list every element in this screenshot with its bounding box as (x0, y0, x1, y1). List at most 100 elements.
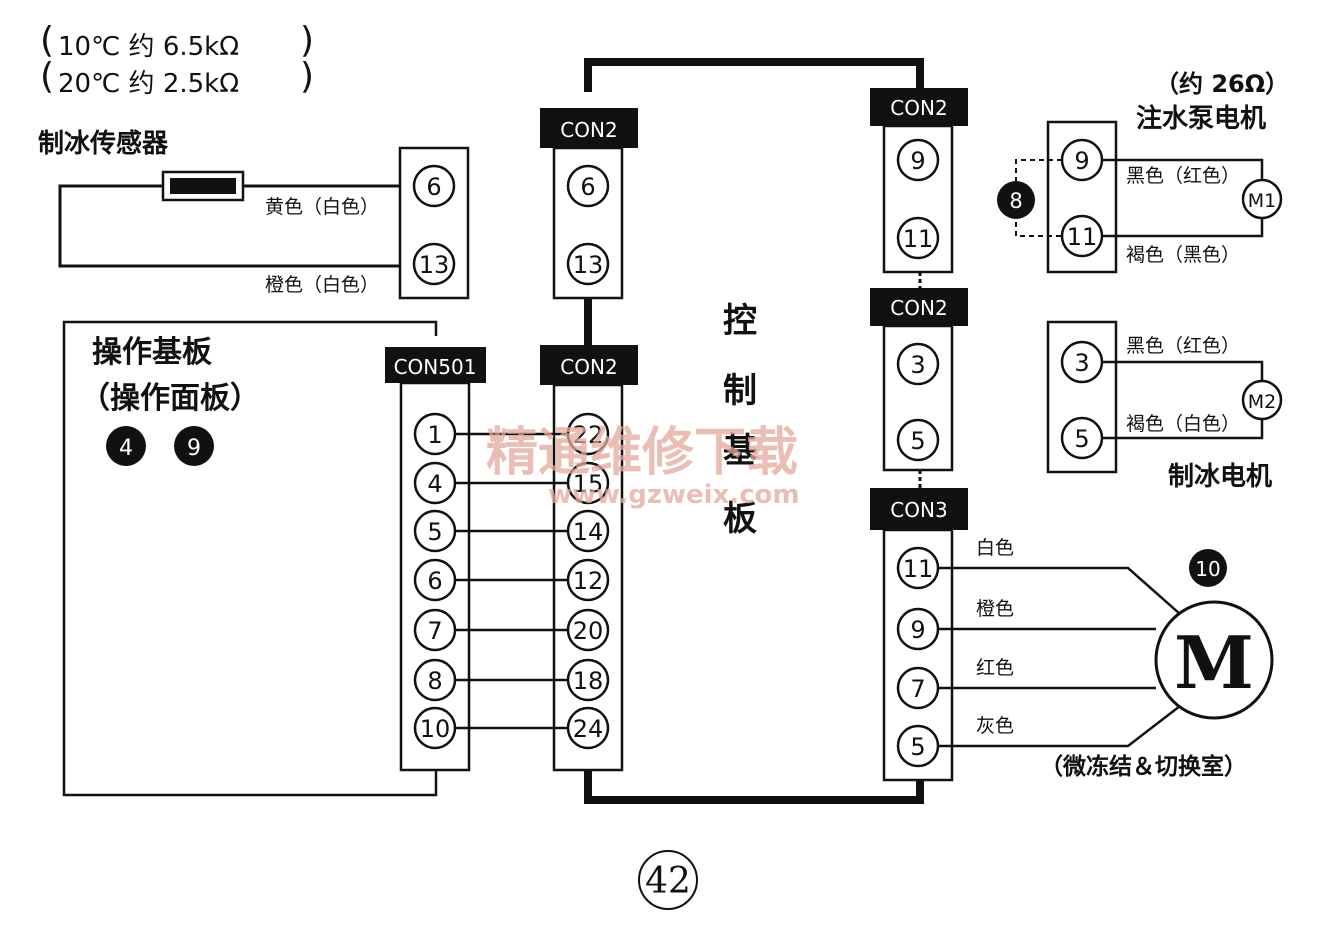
resistance-line-2: 20℃ 约 2.5kΩ (58, 69, 239, 99)
switch-motor-wire-label: 红色 (976, 657, 1014, 679)
con2-right-mid-pin-3-label: 3 (910, 351, 925, 379)
sensor-pin-13 (412, 242, 456, 286)
watermark-text: 精通维修下载 (486, 422, 798, 483)
con501-pin-label: 10 (420, 715, 451, 743)
pump-motor-wire-bottom (1102, 216, 1264, 238)
con2-left-main-pin (566, 558, 610, 602)
sensor-element (170, 178, 236, 194)
watermark: 精通维修下载 www.gzweix.com (486, 422, 800, 510)
ice-sensor: 制冰传感器 黄色（白色） 橙色（白色） 6 13 (38, 129, 470, 300)
sensor-wire-top-label: 黄色（白色） (265, 196, 379, 218)
switch-motor-symbol (1154, 600, 1274, 720)
con501-pin-label: 5 (427, 518, 442, 546)
bracket-right: ) (300, 20, 314, 61)
con2-left-top-header (540, 108, 638, 148)
ice-motor: 3 5 黑色（红色） 褐色（白色） M2 制冰电机 (1046, 320, 1283, 492)
ice-motor-wire-bottom (1102, 418, 1264, 440)
con2-right-top-pin-9 (896, 138, 940, 182)
con501-pin (413, 658, 457, 702)
watermark-url: www.gzweix.com (548, 480, 800, 510)
switch-motor-caption: （微冻结＆切换室） (1040, 753, 1247, 780)
con501-label: CON501 (394, 355, 477, 379)
operation-badge-9-label: 9 (187, 436, 201, 461)
ice-motor-title: 制冰电机 (1168, 462, 1272, 492)
control-board-bottom-rail (584, 770, 924, 804)
pump-motor-wire-bottom-label: 褐色（黑色） (1126, 244, 1240, 266)
con3-label: CON3 (890, 498, 947, 522)
switch-motor-wire-label: 灰色 (976, 715, 1014, 737)
con501-pin (413, 461, 457, 505)
con2-right-mid-label: CON2 (890, 296, 947, 320)
pump-motor-wire-top-label: 黑色（红色） (1126, 165, 1240, 187)
pump-motor-pin-9-label: 9 (1074, 147, 1089, 175)
con2-left-top-pin-13-label: 13 (573, 251, 604, 279)
pump-motor-symbol (1241, 178, 1283, 220)
switch-motor-wire-label: 橙色 (976, 598, 1014, 620)
con2-left-main-header (540, 345, 638, 385)
con2-left-main-pin-label: 24 (573, 715, 604, 743)
sensor-wire-loop (58, 184, 410, 268)
operation-board: 操作基板 （操作面板） 4 9 (62, 320, 438, 797)
switch-motor-wire-label: 白色 (976, 537, 1014, 559)
con2-left-main-pin (566, 608, 610, 652)
con2-left-main-pin (566, 509, 610, 553)
pump-motor-badge-label: 8 (1009, 189, 1022, 213)
con2-left-main-pin-label: 15 (573, 470, 604, 498)
con2-right-top-pin-9-label: 9 (910, 147, 925, 175)
con2-left-main-pin-label: 22 (573, 421, 604, 449)
sensor-title: 制冰传感器 (38, 129, 169, 159)
pump-motor-title: 注水泵电机 (1136, 103, 1266, 134)
con2-right-mid-header (870, 288, 968, 326)
bracket-right-2: ) (300, 56, 314, 97)
switch-motor-wire (938, 705, 1181, 748)
con501-pin-label: 6 (427, 567, 442, 595)
con501-header (385, 347, 486, 383)
operation-badge-4 (106, 426, 146, 466)
con2-left-main-pin (566, 461, 610, 505)
operation-badge-9 (174, 426, 214, 466)
con2-right-mid: CON2 3 5 (870, 288, 968, 472)
con501-pin-label: 4 (427, 470, 442, 498)
con501-pin (413, 412, 457, 456)
con2-right-mid-pin-5-label: 5 (910, 427, 925, 455)
con2-left-main-pin (566, 706, 610, 750)
con2-right-top-header (870, 88, 968, 126)
pump-motor-resistance: （约 26Ω） (1155, 70, 1289, 98)
ice-motor-wire-top-label: 黑色（红色） (1126, 335, 1240, 357)
control-board-title-char: 基 (723, 431, 757, 471)
con501-pin (413, 558, 457, 602)
operation-badge-4-label: 4 (119, 436, 133, 461)
con2-left-main-pin-label: 18 (573, 667, 604, 695)
con2-right-top: CON2 9 11 (870, 88, 968, 274)
ice-motor-pin-5-label: 5 (1074, 425, 1089, 453)
con2-right-mid-pin-5 (896, 418, 940, 462)
con2-left-top-pin-13 (566, 242, 610, 286)
con2-left-top: CON2 6 13 (540, 108, 638, 300)
pump-motor-symbol-label: M1 (1248, 190, 1276, 212)
resistance-note: ( ( 10℃ 约 6.5kΩ 20℃ 约 2.5kΩ ) ) (40, 20, 314, 99)
con2-left-top-pin-6 (566, 164, 610, 208)
pump-motor: （约 26Ω） 注水泵电机 8 9 11 黑色（红色） 褐色（黑色） M1 (997, 70, 1289, 274)
resistance-line-1: 10℃ 约 6.5kΩ (58, 32, 239, 62)
pump-motor-wire-top (1102, 158, 1264, 182)
con2-left-top-label: CON2 (560, 118, 617, 142)
con501-pin (413, 509, 457, 553)
con3-pin-label: 5 (910, 733, 925, 761)
con3-pin-label: 11 (903, 555, 934, 583)
con2-left-main-pin (566, 658, 610, 702)
con2-right-top-pin-11 (896, 216, 940, 260)
operation-board-outline (62, 320, 438, 797)
con2-right-mid-body (882, 324, 954, 472)
con501-pin (413, 608, 457, 652)
con2-left-main-pin-label: 14 (573, 518, 604, 546)
con2-right-top-label: CON2 (890, 96, 947, 120)
switch-motor-badge-label: 10 (1195, 557, 1220, 581)
con2-left-main-pin-label: 20 (573, 617, 604, 645)
ice-motor-wire-bottom-label: 褐色（白色） (1126, 413, 1240, 435)
switch-motor-wire (938, 566, 1181, 615)
con2-right-top-pin-11-label: 11 (903, 225, 934, 253)
